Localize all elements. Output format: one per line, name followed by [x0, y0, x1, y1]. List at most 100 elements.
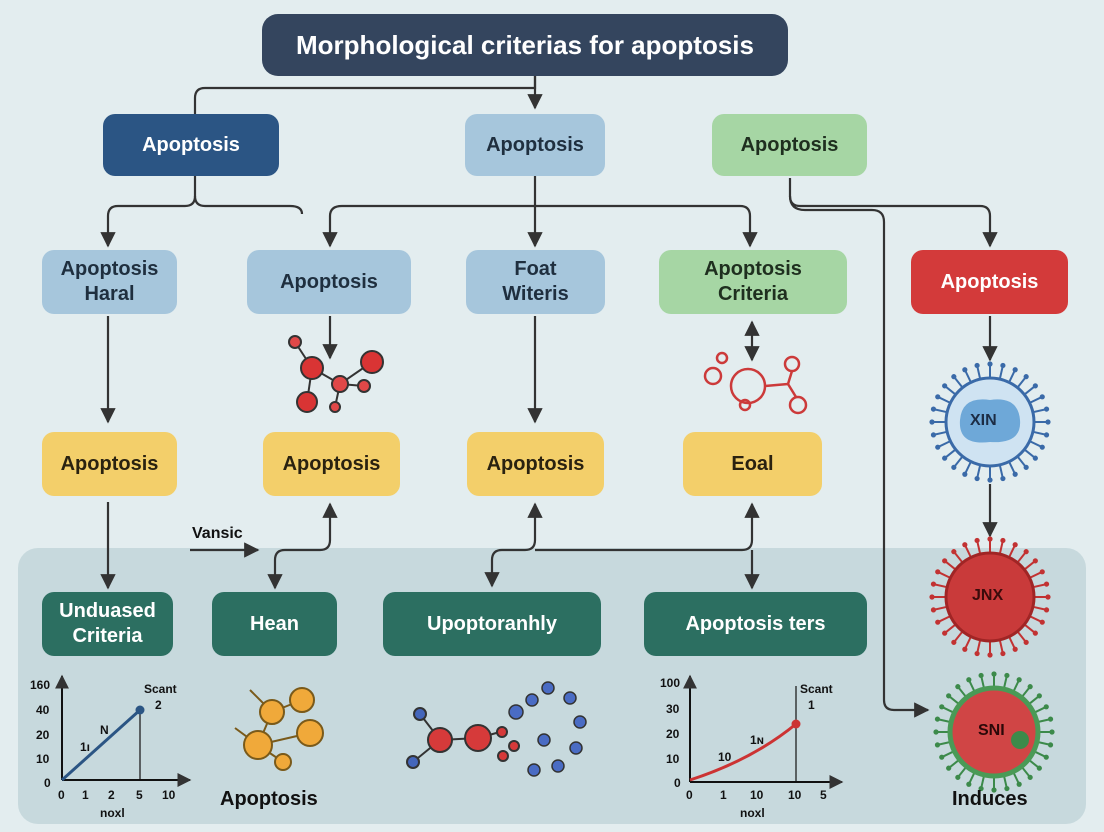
cell-spike-tip [935, 569, 941, 575]
cell-spike-tip [930, 607, 937, 613]
cell-spike-tip [942, 630, 948, 636]
cell-spike-tip [1032, 558, 1038, 564]
cell-spike-tip [1043, 754, 1049, 760]
cell-spike-tip [962, 471, 968, 477]
bead-ring-icon [508, 681, 587, 777]
cell-spike-tip [951, 374, 957, 380]
cell-spike-tip [962, 367, 968, 373]
cell-spike-tip [951, 464, 957, 470]
cell-label-top: XIN [970, 412, 997, 429]
cell-spike-tip [946, 765, 952, 771]
cell-spike-tip [1043, 607, 1050, 613]
cell-spike-tip [939, 754, 945, 760]
chart-right-annotation-value: 1 [808, 698, 815, 712]
cell-spike-tip [1045, 594, 1051, 600]
cell-spike-tip [1043, 581, 1050, 587]
cell-spike-tip [929, 419, 935, 425]
cell-spike-tip [1049, 729, 1055, 735]
caption-cell: Induces [952, 788, 1028, 810]
cell-spike-tip [974, 650, 980, 657]
chart-right-y-tick: 30 [666, 702, 680, 716]
chart-left-x-label: noxl [100, 806, 125, 820]
cell-spike-tip [1023, 639, 1029, 645]
chart-right-curve [689, 722, 797, 782]
molecule-icon-3 [234, 687, 324, 771]
chart-left-line-label: N [100, 723, 109, 737]
cell-spike-tip [1004, 672, 1010, 679]
chart-right-y-tick: 20 [666, 727, 680, 741]
chart-left-y-tick: 160 [30, 678, 51, 692]
chart-right-point [791, 719, 801, 729]
cell-spike-tip [1023, 374, 1029, 380]
node-apoptosis-red: Apoptosis [911, 250, 1068, 314]
cell-spike-tip [930, 406, 937, 412]
chart-left-x-tick: 1 [82, 788, 89, 802]
cell-spike-tip [987, 652, 993, 658]
page-title: Morphological criterias for apoptosis [262, 14, 788, 76]
cell-spike-tip [974, 362, 980, 369]
chart-right-y-tick: 10 [666, 752, 680, 766]
chart-right-line-label: 1ɴ [750, 733, 765, 747]
node-apoptosis-ters: Apoptosis ters [644, 592, 867, 656]
cell-label-middle: JNX [972, 587, 1004, 604]
cell-spike-tip [987, 361, 993, 367]
cell-spike-tip [1004, 785, 1010, 792]
connector-green-to-bottom-cell [788, 195, 930, 718]
connector-hean-up [267, 502, 338, 590]
cell-spike-tip [974, 475, 980, 482]
connector-green-to-red [788, 178, 998, 248]
chart-right-x-tick: 0 [686, 788, 693, 802]
cell-spike-tip [955, 684, 961, 690]
node-foat-witeris: Foat Witeris [466, 250, 605, 314]
molecule-icon-4 [406, 707, 520, 769]
node-unduased-criteria: Unduased Criteria [42, 592, 173, 656]
cell-spike-tip [942, 558, 948, 564]
cell-spike-tip [951, 549, 957, 555]
node-apoptosis-navy: Apoptosis [103, 114, 279, 176]
chart-left-annotation: Scant [144, 682, 177, 696]
chart-left-x-tick: 5 [136, 788, 143, 802]
molecule-icon-1 [288, 335, 384, 413]
cell-spike-tip [935, 619, 941, 625]
chart-left-annotation-value: 2 [155, 698, 162, 712]
cell-spike-tip [1023, 549, 1029, 555]
cell-spike-tip [1039, 619, 1045, 625]
cell-spike-tip [966, 677, 972, 683]
chart-right [683, 674, 844, 789]
cell-spike-tip [1039, 394, 1045, 400]
chart-left-y-tick: 0 [44, 776, 51, 790]
chart-left-y-tick: 10 [36, 752, 50, 766]
chart-right-x-tick: 10 [788, 788, 802, 802]
cell-spike-tip [1000, 362, 1006, 369]
chart-left-point [135, 705, 145, 715]
chart-left-x-tick: 2 [108, 788, 115, 802]
node-apoptosis-yellow-2: Apoptosis [263, 432, 400, 496]
cell-spike-tip [987, 477, 993, 483]
cell-spike-tip [1032, 455, 1038, 461]
cell-spike-tip [1032, 383, 1038, 389]
chart-right-x-tick: 10 [750, 788, 764, 802]
cell-spike-tip [991, 671, 997, 677]
chart-left-y-tick: 40 [36, 703, 50, 717]
node-apoptosis-haral: Apoptosis Haral [42, 250, 177, 314]
cell-spike-tip [1036, 765, 1042, 771]
connector-center-left [322, 204, 535, 248]
chart-right-line-label: 10 [718, 750, 732, 764]
chart-right-y-tick: 100 [660, 676, 681, 690]
node-apoptosis-criteria: Apoptosis Criteria [659, 250, 847, 314]
cell-spike-tip [1039, 569, 1045, 575]
connector-center-up [484, 502, 543, 588]
node-eoal: Eoal [683, 432, 822, 496]
cell-spike-tip [934, 716, 941, 722]
cell-spike-tip [1012, 367, 1018, 373]
cell-spike-tip [935, 444, 941, 450]
chart-right-x-tick: 5 [820, 788, 827, 802]
cell-spike-tip [987, 536, 993, 542]
chart-right-y-tick: 0 [674, 776, 681, 790]
chart-right-x-tick: 1 [720, 788, 727, 802]
cell-icon-top [929, 361, 1051, 483]
connector-center-right [535, 204, 758, 248]
cell-spike-tip [1012, 542, 1018, 548]
chart-left [55, 674, 192, 787]
